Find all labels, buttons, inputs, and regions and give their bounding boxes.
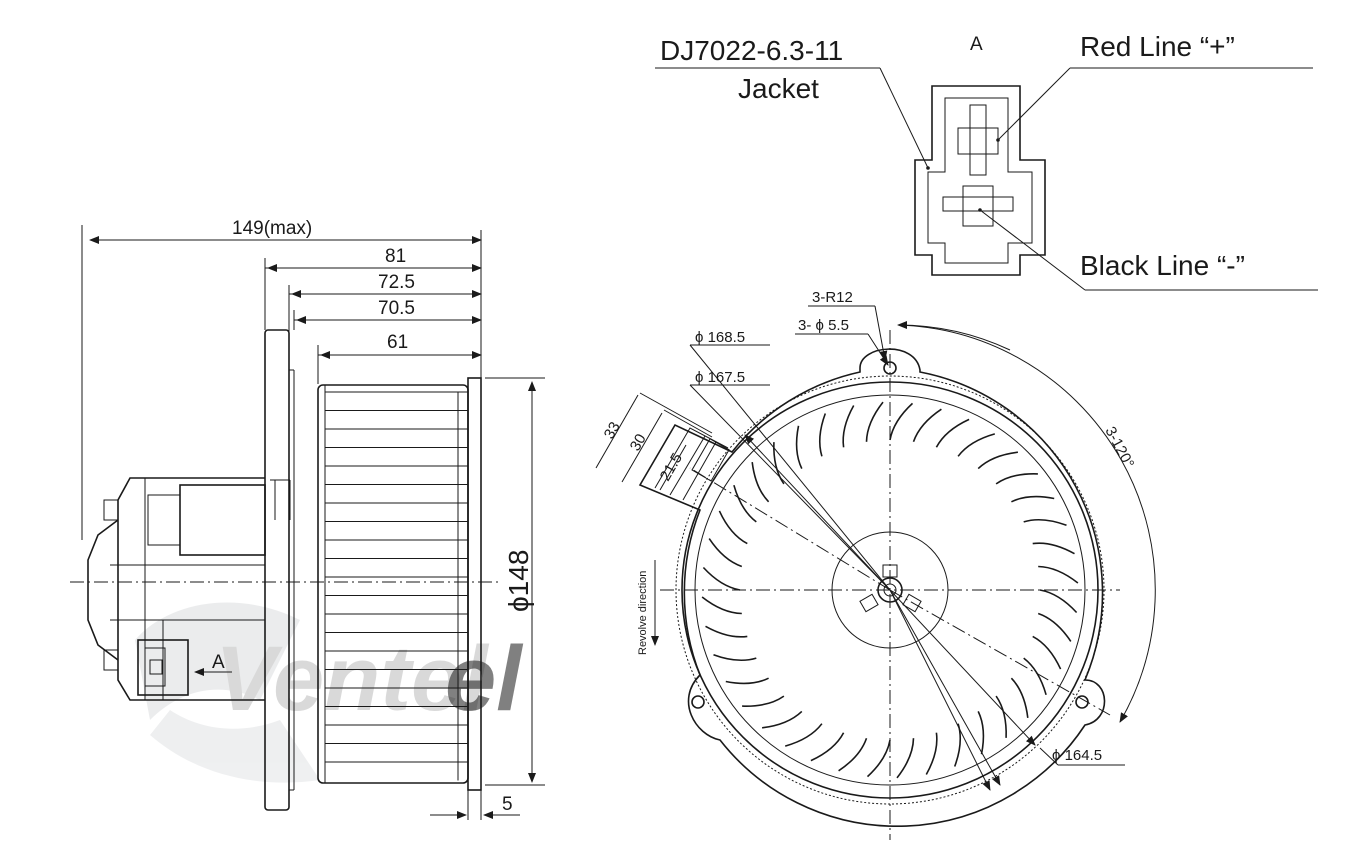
label-revolve: Revolve direction: [637, 571, 649, 655]
impeller-blade: [725, 677, 769, 685]
impeller-blade: [953, 723, 962, 767]
impeller-blade: [842, 405, 855, 448]
view-arrow-label: A: [212, 652, 225, 673]
impeller-blade: [957, 433, 996, 457]
dim-diameter: ϕ148: [503, 550, 534, 612]
connector-view-label: A: [970, 34, 983, 55]
impeller-blade: [1011, 495, 1055, 503]
impeller-blade: [1023, 518, 1067, 527]
impeller-blade: [1039, 589, 1078, 614]
impeller-blade: [702, 566, 741, 591]
front-view: ϕ 168.5 ϕ 167.5 ϕ 164.5 3-R12 3- ϕ 5.5 3…: [595, 289, 1156, 840]
connector-detail: A DJ7022-6.3-11 Jacket Red Line “+” Blac…: [655, 31, 1318, 291]
impeller-blade: [896, 738, 915, 779]
impeller-blade: [1038, 565, 1079, 584]
dim-164-5: ϕ 164.5: [1052, 747, 1102, 764]
dim-30: 30: [627, 431, 650, 454]
dim-70-5: 70.5: [378, 298, 415, 319]
impeller-blade: [977, 711, 985, 755]
dim-33: 33: [601, 419, 624, 442]
impeller-blade: [701, 596, 742, 615]
label-angle: 3-120°: [1101, 424, 1137, 471]
dim-total: 149(max): [232, 218, 312, 239]
impeller-blade: [705, 625, 748, 638]
dim-167-5: ϕ 167.5: [695, 369, 745, 386]
impeller-blade: [912, 408, 942, 443]
dim-5: 5: [502, 794, 513, 815]
impeller-blade: [925, 732, 938, 775]
impeller-blade: [795, 425, 803, 469]
red-line-label: Red Line “+”: [1080, 31, 1235, 62]
impeller-blade: [838, 737, 868, 772]
black-line-label: Black Line “-”: [1080, 250, 1245, 281]
impeller-blade: [818, 413, 827, 457]
wheel-blades: [325, 391, 468, 781]
watermark-text: Ventel: [215, 628, 490, 730]
watermark-accent: el: [445, 628, 524, 730]
impeller-blade: [935, 418, 970, 448]
connector-part-no: DJ7022-6.3-11: [660, 35, 843, 66]
dim-81: 81: [385, 246, 406, 267]
impeller-blade: [773, 442, 785, 485]
impeller-blade: [1037, 612, 1072, 642]
impeller-blade: [810, 732, 845, 762]
impeller-blade: [713, 653, 757, 662]
dim-72-5: 72.5: [378, 272, 415, 293]
dim-21-5: 21.5: [657, 450, 686, 484]
impeller-blade: [733, 484, 757, 523]
impeller-blade: [995, 473, 1038, 485]
dim-168-5: ϕ 168.5: [695, 329, 745, 346]
impeller-blade: [995, 695, 1007, 738]
impeller-blade: [751, 462, 770, 503]
watermark-logo: Ventel: [135, 602, 490, 783]
impeller-blade: [1032, 635, 1062, 670]
impeller-blade: [762, 710, 803, 729]
impeller-blade: [718, 510, 748, 545]
impeller-blades: [701, 401, 1079, 779]
impeller-blade: [708, 538, 743, 568]
connector-jacket: Jacket: [738, 73, 819, 104]
impeller-blade: [889, 402, 914, 441]
impeller-blade: [977, 451, 1018, 470]
dim-61: 61: [387, 332, 408, 353]
impeller-blade: [1032, 542, 1075, 555]
label-holes: 3- ϕ 5.5: [798, 317, 849, 334]
impeller-blade: [1010, 677, 1029, 718]
impeller-blade: [784, 723, 823, 747]
side-view: 149(max) 81 72.5 70.5 61 A: [70, 218, 545, 820]
label-3-r12: 3-R12: [812, 289, 853, 306]
impeller-blade: [742, 695, 785, 707]
impeller-blade: [866, 739, 891, 778]
impeller-blade: [865, 401, 884, 442]
